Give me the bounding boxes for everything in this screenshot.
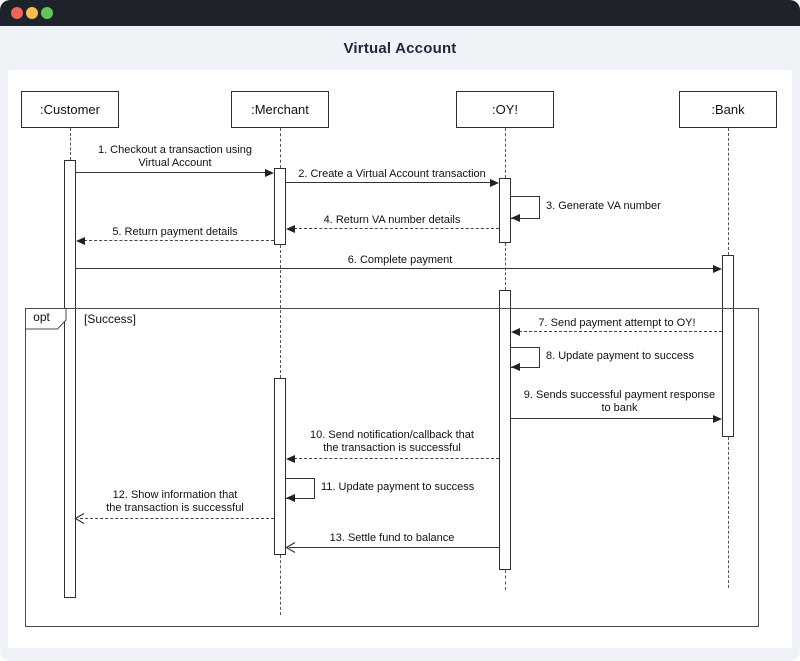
label-line: 10. Send notification/callback that (310, 429, 474, 441)
arrowhead-5 (76, 237, 85, 245)
message-label-13: 13. Settle fund to balance (292, 532, 492, 545)
activation-oy-1 (499, 178, 511, 243)
label-line: 12. Show information that (112, 489, 238, 501)
message-line-4 (294, 228, 499, 229)
label-line: 3. Generate VA number (546, 200, 661, 212)
message-label-4: 4. Return VA number details (292, 214, 492, 227)
arrowhead-6 (713, 265, 722, 273)
lifeline-oy (505, 128, 506, 178)
arrowhead-11 (286, 494, 295, 502)
fragment-operator-pentagon: opt (25, 308, 67, 335)
pentagon-shape (25, 308, 67, 330)
close-icon[interactable] (11, 7, 23, 19)
label-line: 9. Sends successful payment response (523, 389, 716, 401)
lifeline-merchant (280, 128, 281, 168)
message-label-2: 2. Create a Virtual Account transaction (292, 168, 492, 181)
self-message-loop-11 (286, 478, 315, 499)
message-line-10 (294, 458, 499, 459)
message-line-13 (289, 547, 499, 548)
label-line: 1. Checkout a transaction using (97, 144, 253, 156)
actor-box-merchant: :Merchant (231, 91, 329, 128)
label-line: 7. Send payment attempt to OY! (538, 317, 696, 329)
label-line: 6. Complete payment (347, 254, 453, 266)
label-line: 5. Return payment details (112, 226, 238, 238)
label-line: 2. Create a Virtual Account transaction (298, 168, 486, 180)
lifeline-oy (505, 570, 506, 590)
activation-bank (722, 255, 734, 437)
lifeline-bank (728, 128, 729, 255)
activation-merchant-1 (274, 168, 286, 245)
message-label-8: 8. Update payment to success (546, 350, 694, 363)
minimize-icon[interactable] (26, 7, 38, 19)
lifeline-merchant (280, 245, 281, 378)
arrowhead-8 (511, 363, 520, 371)
arrowhead-1 (265, 169, 274, 177)
actor-box-bank: :Bank (679, 91, 777, 128)
label-line: 4. Return VA number details (323, 214, 461, 226)
message-label-9: 9. Sends successful payment response to … (517, 389, 722, 415)
message-label-12: 12. Show information that the transactio… (77, 489, 273, 515)
diagram-canvas (8, 70, 792, 648)
activation-oy-2 (499, 290, 511, 570)
fragment-operator-label: opt (33, 310, 50, 324)
fragment-opt (25, 308, 759, 627)
message-line-7 (519, 331, 722, 332)
label-line: the transaction is successful (323, 442, 461, 454)
lifeline-merchant (280, 555, 281, 615)
activation-merchant-2 (274, 378, 286, 555)
lifeline-bank (728, 437, 729, 588)
window-titlebar (0, 0, 800, 26)
message-label-6: 6. Complete payment (300, 254, 500, 267)
arrowhead-4 (286, 225, 295, 233)
self-message-loop-3 (511, 196, 540, 219)
actor-label: :OY! (491, 102, 518, 117)
fragment-guard: [Success] (84, 312, 137, 326)
message-label-11: 11. Update payment to success (321, 481, 474, 494)
label-line: 8. Update payment to success (546, 350, 694, 362)
message-line-1 (76, 172, 266, 173)
arrowhead-13-open (285, 541, 296, 554)
message-label-7: 7. Send payment attempt to OY! (517, 317, 717, 330)
actor-box-customer: :Customer (21, 91, 119, 128)
maximize-icon[interactable] (41, 7, 53, 19)
page-title: Virtual Account (343, 39, 457, 57)
label-line: 13. Settle fund to balance (329, 532, 455, 544)
message-line-2 (286, 182, 491, 183)
actor-label: :Customer (40, 102, 100, 117)
actor-label: :Merchant (251, 102, 309, 117)
message-line-9 (511, 418, 714, 419)
label-line: the transaction is successful (106, 502, 244, 514)
message-label-10: 10. Send notification/callback that the … (292, 429, 492, 455)
activation-customer (64, 160, 76, 598)
message-label-1: 1. Checkout a transaction using Virtual … (80, 144, 270, 170)
arrowhead-3 (511, 214, 520, 222)
actor-label: :Bank (711, 102, 745, 117)
arrowhead-9 (713, 415, 722, 423)
lifeline-oy (505, 243, 506, 290)
label-line: 11. Update payment to success (321, 481, 475, 493)
message-label-3: 3. Generate VA number (546, 200, 661, 213)
lifeline-customer (70, 128, 71, 160)
message-line-6 (76, 268, 714, 269)
label-line: Virtual Account (138, 157, 212, 169)
arrowhead-2 (490, 179, 499, 187)
actor-box-oy: :OY! (456, 91, 554, 128)
arrowhead-12-open (74, 512, 85, 525)
message-label-5: 5. Return payment details (80, 226, 270, 239)
arrowhead-7 (511, 328, 520, 336)
message-line-5 (84, 240, 274, 241)
arrowhead-10 (286, 455, 295, 463)
page-header: Virtual Account (0, 26, 800, 70)
message-line-12 (80, 518, 274, 519)
label-line: to bank (601, 402, 638, 414)
self-message-loop-8 (511, 347, 540, 368)
